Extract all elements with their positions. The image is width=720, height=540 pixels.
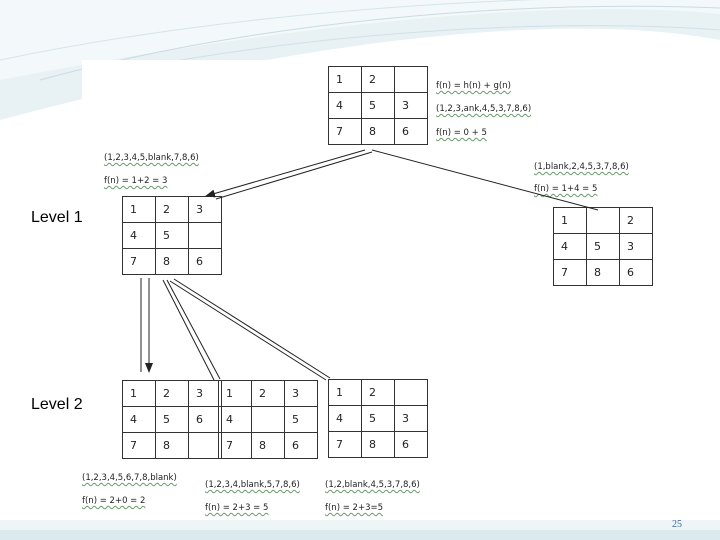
grid-cell: 1	[328, 66, 362, 93]
grid-cell: 8	[155, 248, 189, 275]
level-1-label: Level 1	[31, 209, 83, 226]
left-child-state: (1,2,3,4,5,blank,7,8,6)	[104, 153, 199, 163]
grid-cell: 7	[328, 431, 362, 458]
grid-cell: 2	[361, 66, 395, 93]
grid-cell	[188, 222, 222, 249]
root-value: f(n) = 0 + 5	[436, 128, 487, 138]
grid-cell: 5	[155, 406, 189, 433]
grid-cell: 4	[328, 405, 362, 432]
grid-cell: 8	[155, 432, 189, 459]
grid-cell: 4	[218, 406, 252, 433]
right-child-value: f(n) = 1+4 = 5	[534, 184, 598, 194]
grid-cell	[586, 207, 620, 234]
grid-cell: 8	[361, 431, 395, 458]
grid-cell: 3	[619, 233, 653, 260]
grid-cell: 4	[553, 233, 587, 260]
root-formula: f(n) = h(n) + g(n)	[436, 81, 511, 91]
grid-cell: 2	[619, 207, 653, 234]
grid-cell: 8	[586, 259, 620, 286]
grid-cell: 6	[394, 431, 428, 458]
grid-cell: 6	[394, 118, 428, 145]
grid-cell: 2	[251, 380, 285, 407]
grid-cell: 7	[553, 259, 587, 286]
grid-cell: 2	[361, 379, 395, 406]
grid-cell: 1	[122, 380, 156, 407]
grid-cell: 2	[155, 196, 189, 223]
grid-cell: 4	[122, 406, 156, 433]
grid-cell: 5	[586, 233, 620, 260]
right-child-state: (1,blank,2,4,5,3,7,8,6)	[534, 162, 629, 172]
grid-cell: 5	[361, 405, 395, 432]
grid-cell: 3	[284, 380, 318, 407]
left-child-value: f(n) = 1+2 = 3	[104, 176, 168, 186]
grid-cell: 5	[284, 406, 318, 433]
grid-cell: 7	[328, 118, 362, 145]
grid-cell: 7	[122, 432, 156, 459]
level2-state-1: (1,2,3,4,5,6,7,8,blank)	[82, 473, 177, 483]
level2-value-3: f(n) = 2+3=5	[325, 503, 384, 513]
grid-cell: 8	[251, 432, 285, 459]
grid-cell: 8	[361, 118, 395, 145]
page-number: 25	[672, 519, 682, 530]
grid-cell	[394, 379, 428, 406]
grid-cell: 1	[553, 207, 587, 234]
grid-cell	[251, 406, 285, 433]
grid-cell: 1	[328, 379, 362, 406]
grid-cell: 7	[122, 248, 156, 275]
grid-cell: 1	[122, 196, 156, 223]
level2-value-1: f(n) = 2+0 = 2	[82, 496, 146, 506]
grid-cell: 6	[188, 248, 222, 275]
grid-cell: 6	[619, 259, 653, 286]
grid-cell: 5	[155, 222, 189, 249]
grid-cell: 2	[155, 380, 189, 407]
grid-cell: 4	[122, 222, 156, 249]
grid-cell: 7	[218, 432, 252, 459]
level2-state-2: (1,2,3,4,blank,5,7,8,6)	[205, 480, 300, 490]
level2-value-2: f(n) = 2+3 = 5	[205, 503, 269, 513]
level2-state-3: (1,2,blank,4,5,3,7,8,6)	[325, 480, 420, 490]
grid-cell: 3	[394, 405, 428, 432]
grid-cell: 6	[284, 432, 318, 459]
grid-cell: 3	[188, 380, 222, 407]
grid-cell: 6	[188, 406, 222, 433]
grid-cell: 3	[394, 92, 428, 119]
grid-cell	[394, 66, 428, 93]
grid-cell: 1	[218, 380, 252, 407]
level-2-label: Level 2	[31, 396, 83, 413]
grid-cell	[188, 432, 222, 459]
grid-cell: 4	[328, 92, 362, 119]
grid-cell: 5	[361, 92, 395, 119]
root-state: (1,2,3,ank,4,5,3,7,8,6)	[436, 104, 532, 114]
grid-cell: 3	[188, 196, 222, 223]
